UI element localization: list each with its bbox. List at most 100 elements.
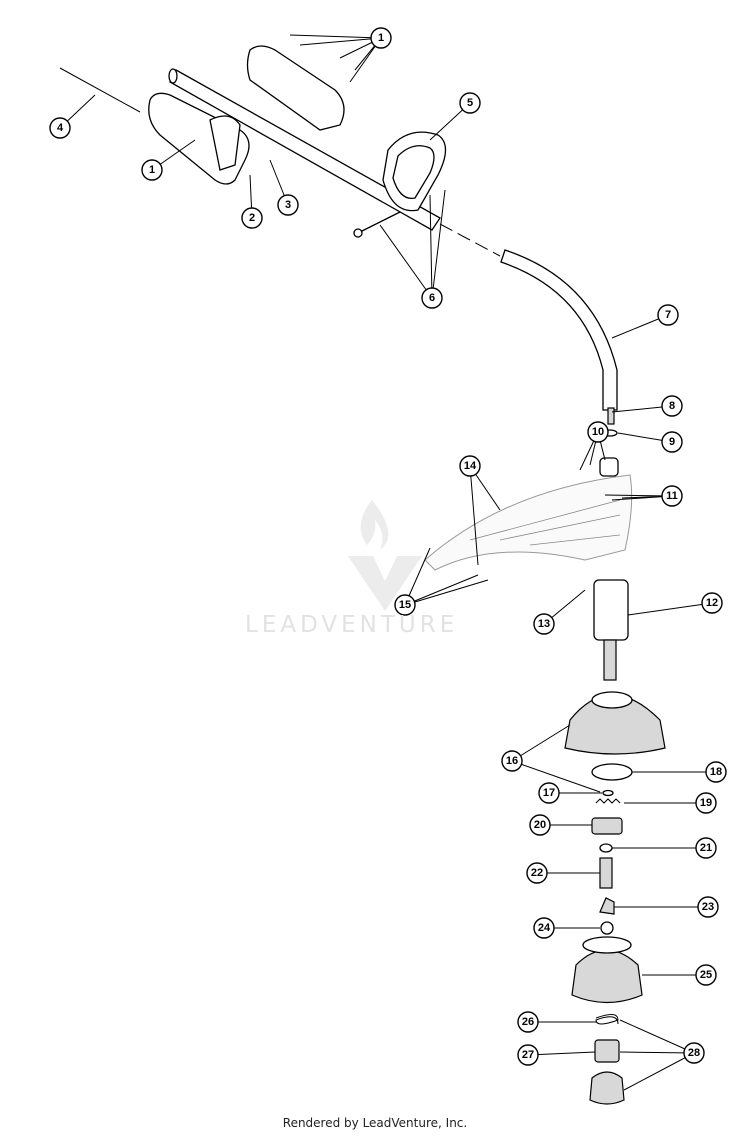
- callout-label: 21: [700, 842, 712, 854]
- callout-17: 17: [538, 782, 560, 804]
- callout-16: 16: [501, 750, 523, 772]
- throttle-cable: [59, 67, 141, 113]
- callout-label: 26: [522, 1016, 534, 1028]
- leader-line: [289, 34, 382, 39]
- callout-label: 6: [429, 292, 435, 304]
- callout-1: 1: [370, 27, 392, 49]
- leader-line: [404, 574, 479, 606]
- callout-label: 1: [149, 164, 155, 176]
- callout-22: 22: [526, 862, 548, 884]
- callout-label: 28: [688, 1047, 700, 1059]
- callout-label: 24: [538, 922, 551, 934]
- callouts: 1123456789101112131415161718192021222324…: [49, 27, 727, 1066]
- leader-line: [604, 494, 673, 497]
- leader-line: [299, 37, 382, 46]
- retainer-21: [599, 843, 613, 853]
- ring-24: [600, 921, 614, 935]
- leader-line: [619, 1019, 695, 1054]
- leader-line: [469, 465, 479, 566]
- knob-28: [589, 1071, 625, 1105]
- footer-credit: Rendered by LeadVenture, Inc.: [282, 1116, 468, 1130]
- callout-4: 4: [49, 117, 71, 139]
- handle-housing: [148, 45, 345, 185]
- leader-line: [404, 579, 489, 606]
- callout-7: 7: [657, 304, 679, 326]
- callout-13: 13: [533, 613, 555, 635]
- callout-label: 27: [522, 1049, 534, 1061]
- callout-20: 20: [529, 814, 551, 836]
- gear-head: [593, 579, 629, 681]
- callout-12: 12: [701, 592, 723, 614]
- callout-label: 5: [467, 97, 473, 109]
- callout-19: 19: [695, 792, 717, 814]
- washer-17: [602, 789, 614, 797]
- callout-18: 18: [705, 761, 727, 783]
- lower-shaft: [500, 249, 618, 425]
- callout-label: 23: [702, 901, 714, 913]
- callout-label: 1: [378, 32, 384, 44]
- callout-label: 8: [669, 400, 675, 412]
- callout-5: 5: [459, 92, 481, 114]
- callout-1: 1: [141, 159, 163, 181]
- callout-label: 3: [285, 199, 291, 211]
- cam-23: [599, 897, 615, 915]
- watermark-text: LEADVENTURE: [245, 612, 459, 638]
- clamp: [599, 457, 619, 477]
- callout-26: 26: [517, 1011, 539, 1033]
- upper-shaft: [168, 68, 501, 257]
- leader-line: [511, 760, 601, 793]
- callout-2: 2: [241, 207, 263, 229]
- callout-label: 11: [666, 490, 678, 502]
- callout-label: 22: [531, 867, 543, 879]
- watermark-logo: [348, 500, 422, 611]
- insert-27: [594, 1039, 620, 1063]
- callout-15: 15: [394, 594, 416, 616]
- callout-label: 25: [700, 969, 712, 981]
- callout-label: 4: [57, 122, 64, 134]
- callout-9: 9: [661, 431, 683, 453]
- callout-label: 10: [592, 426, 604, 438]
- leader-line: [431, 189, 446, 299]
- spring-22: [599, 857, 613, 889]
- spool-25: [571, 936, 643, 1004]
- leader-line: [619, 1051, 695, 1054]
- callout-23: 23: [697, 896, 719, 918]
- callout-label: 12: [706, 597, 718, 609]
- callout-label: 20: [534, 819, 546, 831]
- callout-label: 7: [665, 309, 671, 321]
- callout-11: 11: [661, 485, 683, 507]
- callout-label: 16: [506, 755, 518, 767]
- o-ring: [591, 763, 633, 781]
- callout-3: 3: [277, 194, 299, 216]
- callout-14: 14: [459, 455, 481, 477]
- callout-label: 19: [700, 797, 712, 809]
- callout-10: 10: [587, 421, 609, 443]
- loop-handle: [353, 131, 447, 238]
- leader-line: [627, 602, 713, 616]
- callout-label: 2: [249, 212, 255, 224]
- callout-label: 13: [538, 618, 550, 630]
- callout-28: 28: [683, 1042, 705, 1064]
- spool-cover: [564, 691, 666, 755]
- leader-line: [623, 1052, 695, 1091]
- leader-line: [379, 224, 433, 299]
- eyelet-20: [591, 817, 623, 835]
- callout-8: 8: [661, 395, 683, 417]
- callout-24: 24: [533, 917, 555, 939]
- grass-guard: [424, 474, 633, 571]
- callout-label: 14: [464, 460, 477, 472]
- spring-19: [595, 798, 621, 804]
- leader-line: [511, 724, 571, 762]
- leader-line: [429, 194, 433, 299]
- callout-6: 6: [421, 287, 443, 309]
- callout-27: 27: [517, 1044, 539, 1066]
- callout-label: 9: [669, 436, 675, 448]
- leader-line: [527, 1051, 596, 1056]
- callout-label: 17: [543, 787, 555, 799]
- callout-label: 15: [399, 599, 411, 611]
- callout-label: 18: [710, 766, 722, 778]
- callout-21: 21: [695, 837, 717, 859]
- spring-26: [595, 1014, 619, 1025]
- callout-25: 25: [695, 964, 717, 986]
